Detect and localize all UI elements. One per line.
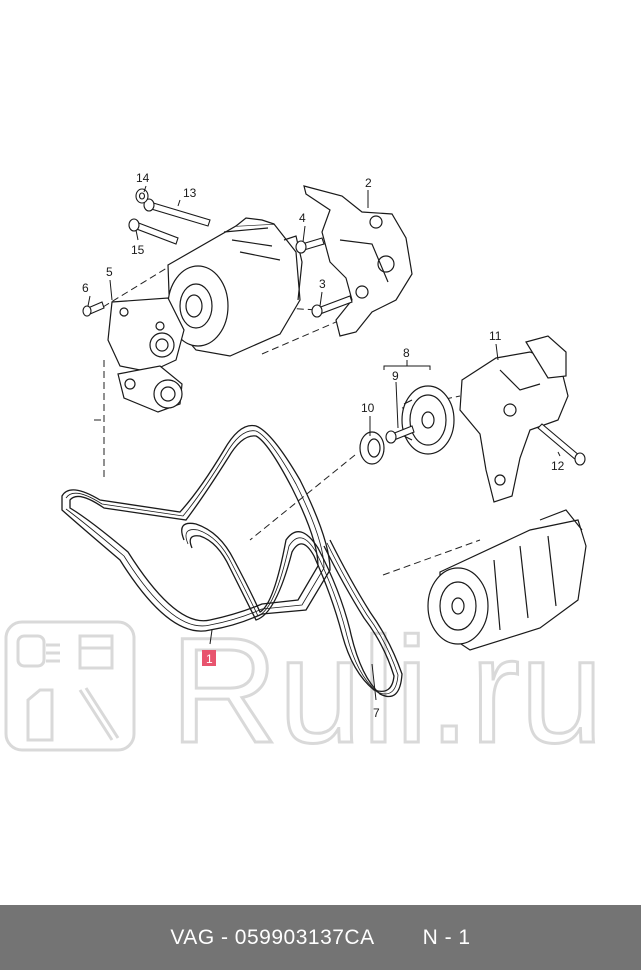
alternator <box>167 217 303 357</box>
callout-12: 12 <box>551 459 565 473</box>
callout-labels: 1 2 3 4 5 6 7 8 9 10 11 12 13 14 15 <box>82 171 565 720</box>
bolt-12 <box>537 423 586 466</box>
power-steering-pump <box>459 335 569 503</box>
bolt-3 <box>311 295 353 318</box>
callout-14: 14 <box>136 171 150 185</box>
belt-tensioner <box>117 365 183 413</box>
ribbed-belt-7 <box>181 522 403 698</box>
callout-ticks <box>87 185 561 701</box>
alternator-mount-plate <box>107 297 185 373</box>
bolt-6 <box>82 301 105 317</box>
callout-5: 5 <box>106 265 113 279</box>
bracket <box>303 185 413 337</box>
callout-8: 8 <box>403 346 410 360</box>
callout-4: 4 <box>299 211 306 225</box>
callout-10: 10 <box>361 401 375 415</box>
bolt-13 <box>143 198 211 227</box>
callout-9: 9 <box>392 369 399 383</box>
quantity-label: N - 1 <box>422 925 471 949</box>
callout-7: 7 <box>373 706 380 720</box>
idler-pulley <box>401 385 455 455</box>
callout-13: 13 <box>183 186 197 200</box>
callout-1: 1 <box>206 652 213 666</box>
callout-15: 15 <box>131 243 145 257</box>
part-number: VAG - 059903137CA <box>170 925 375 949</box>
ac-compressor <box>427 509 587 651</box>
cover-cap-10 <box>359 431 385 465</box>
ribbed-belt-1 <box>61 424 331 632</box>
callout-3: 3 <box>319 277 326 291</box>
callout-1-highlight <box>202 650 216 666</box>
footer-bar: VAG - 059903137CA N - 1 <box>0 905 641 970</box>
bolt-4 <box>295 237 325 254</box>
callout-2: 2 <box>365 176 372 190</box>
nut-14 <box>135 188 149 204</box>
callout-6: 6 <box>82 281 89 295</box>
bolt-9 <box>385 425 415 444</box>
watermark-logo-icon <box>4 620 136 752</box>
callout-11: 11 <box>489 329 502 343</box>
bolt-15 <box>128 218 179 245</box>
parts-diagram: Ruli.ru <box>4 171 605 776</box>
